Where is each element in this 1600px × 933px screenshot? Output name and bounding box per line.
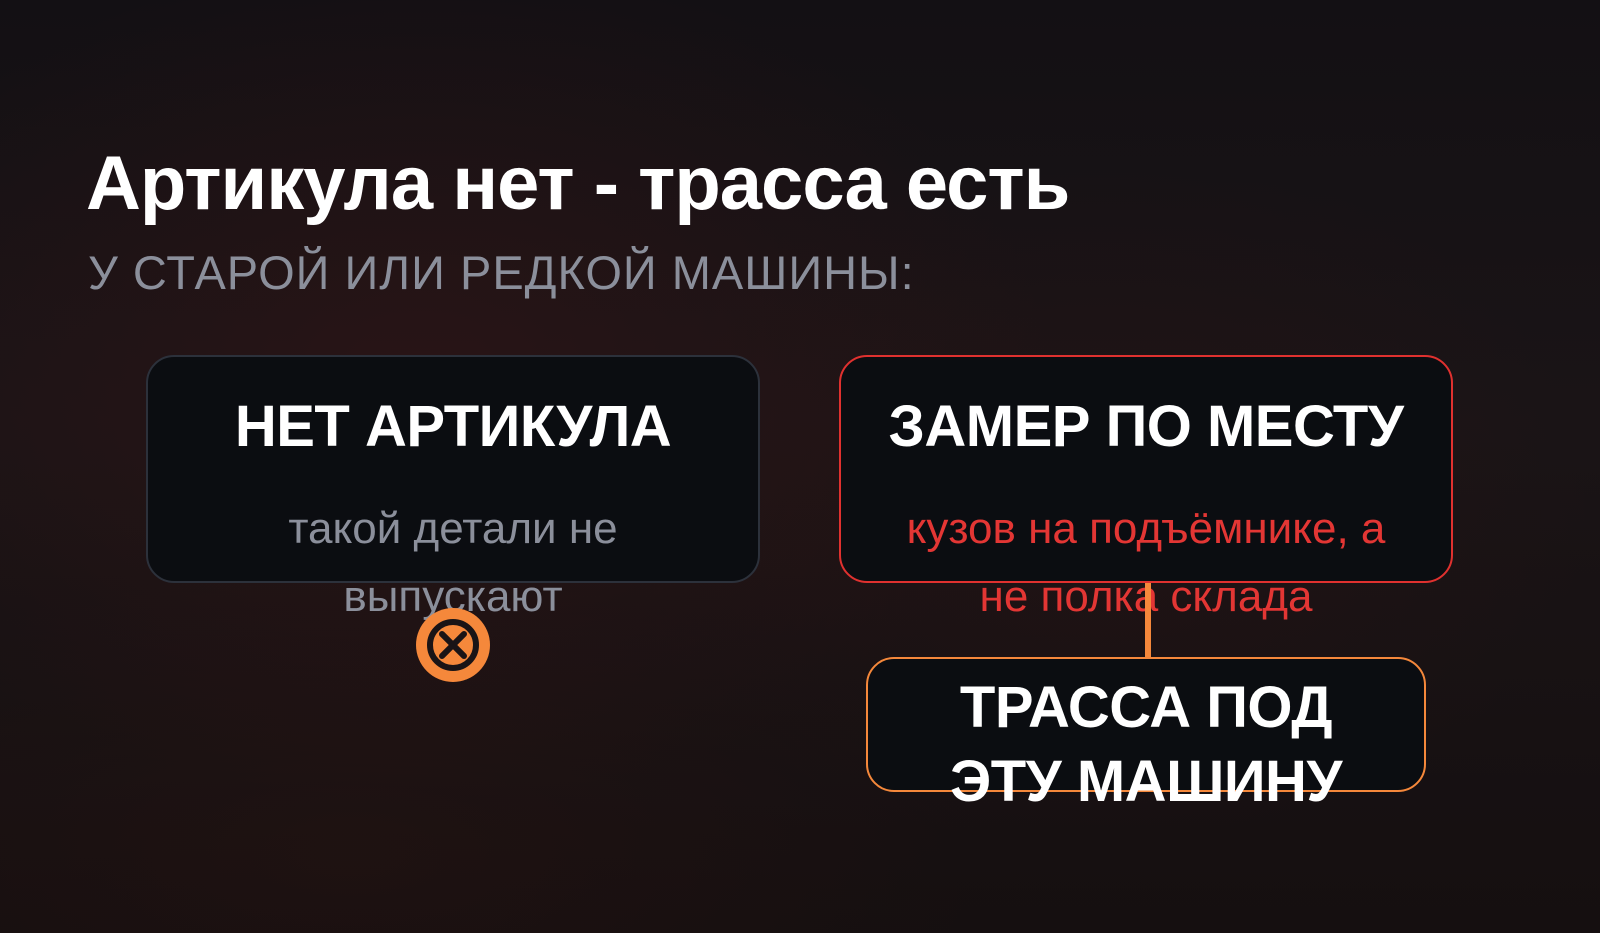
on-site-measurement-card-title: ЗАМЕР ПО МЕСТУ (888, 394, 1404, 459)
custom-route-card: ТРАССА ПОД ЭТУ МАШИНУ (866, 657, 1426, 814)
on-site-measurement-card: ЗАМЕР ПО МЕСТУ кузов на подъёмнике, а не… (839, 355, 1453, 621)
no-article-card-description: такой детали не выпускают (288, 504, 618, 621)
connector-line (1145, 583, 1151, 657)
slide-subtitle: У СТАРОЙ ИЛИ РЕДКОЙ МАШИНЫ: (88, 246, 915, 299)
slide-title: Артикула нет - трасса есть (86, 141, 1070, 226)
custom-route-card-title: ТРАССА ПОД ЭТУ МАШИНУ (949, 675, 1343, 814)
on-site-measurement-card-description: кузов на подъёмнике, а не полка склада (906, 504, 1386, 621)
no-article-card-title: НЕТ АРТИКУЛА (234, 394, 672, 459)
no-article-card: НЕТ АРТИКУЛА такой детали не выпускают (146, 355, 760, 621)
x-circle-icon (416, 608, 490, 682)
